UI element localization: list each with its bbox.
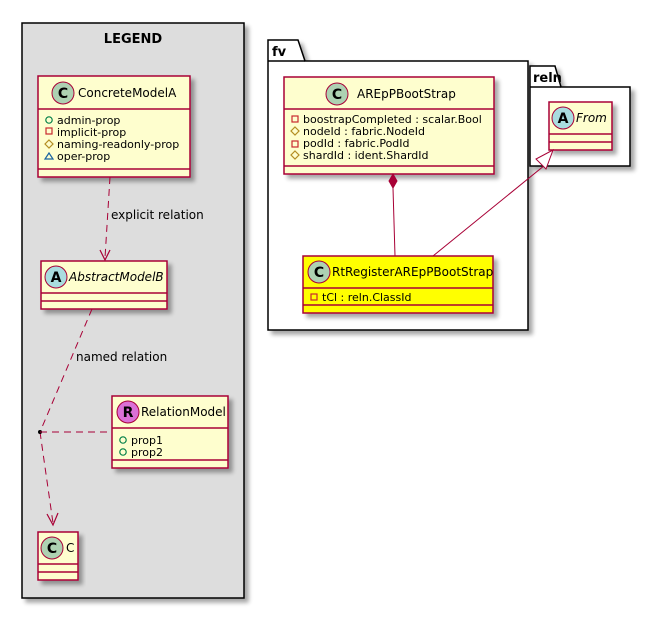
class-stereotype-icon: C [307, 260, 331, 284]
class-name: C [66, 541, 74, 555]
svg-text:C: C [58, 86, 68, 102]
protected-visibility-icon [290, 126, 300, 136]
class-name: From [576, 111, 607, 125]
class-name: RelationModel [141, 405, 226, 419]
edge-explicit-relation: explicit relation [99, 176, 204, 262]
private-visibility-icon [45, 127, 53, 135]
public-visibility-icon [45, 116, 53, 124]
composition-diamond-icon [388, 172, 398, 190]
package-name: reln [533, 71, 562, 86]
edge-label: named relation [76, 350, 167, 364]
relation-stereotype-icon: R [116, 400, 140, 424]
edge-named-relation: named relation [38, 308, 167, 527]
edge-label: explicit relation [111, 208, 204, 222]
class-relation-model[interactable]: R RelationModel prop1 prop2 [111, 395, 229, 469]
package-visibility-icon [43, 151, 55, 160]
attribute: implicit-prop [57, 126, 126, 139]
legend-title: LEGEND [104, 32, 163, 47]
private-visibility-icon [310, 293, 318, 301]
class-name: ConcreteModelA [78, 86, 177, 100]
class-from[interactable]: A From [548, 101, 613, 151]
abstract-stereotype-icon: A [44, 265, 68, 289]
attribute: boostrapCompleted : scalar.Bool [303, 113, 482, 126]
attribute-list: admin-prop implicit-prop naming-readonly… [43, 114, 179, 163]
attribute: podId : fabric.PodId [303, 137, 410, 150]
class-c[interactable]: C C [37, 531, 79, 581]
public-visibility-icon [119, 436, 127, 444]
svg-text:A: A [51, 270, 62, 286]
edge-composition [388, 172, 398, 257]
class-rt-register-arepp-bootstrap[interactable]: C RtRegisterAREpPBootStrap tCl : reln.Cl… [302, 255, 494, 314]
attribute: nodeId : fabric.NodeId [303, 125, 425, 138]
package-name: fv [272, 45, 287, 60]
class-stereotype-icon: C [325, 82, 349, 106]
public-visibility-icon [119, 448, 127, 456]
edge-generalization [432, 148, 554, 257]
attribute: prop1 [131, 434, 163, 447]
attribute: prop2 [131, 446, 163, 459]
class-name: AbstractModelB [68, 270, 164, 284]
class-stereotype-icon: C [51, 81, 75, 105]
private-visibility-icon [291, 140, 299, 148]
protected-visibility-icon [290, 150, 300, 160]
class-abstract-model-b[interactable]: A AbstractModelB [40, 260, 168, 310]
attribute: oper-prop [57, 150, 110, 163]
attribute: admin-prop [57, 114, 120, 127]
class-concrete-model-a[interactable]: C ConcreteModelA admin-prop implicit-pro… [37, 75, 191, 178]
protected-visibility-icon [44, 139, 54, 149]
attribute: naming-readonly-prop [57, 138, 179, 151]
class-name: RtRegisterAREpPBootStrap [332, 265, 493, 279]
class-name: AREpPBootStrap [357, 87, 456, 101]
class-arepp-bootstrap[interactable]: C AREpPBootStrap boostrapCompleted : sca… [283, 76, 495, 175]
svg-text:C: C [47, 541, 57, 557]
svg-text:R: R [123, 405, 134, 421]
abstract-stereotype-icon: A [551, 106, 575, 130]
svg-text:C: C [314, 265, 324, 281]
private-visibility-icon [291, 115, 299, 123]
inheritance-arrow-icon [535, 148, 554, 170]
class-stereotype-icon: C [40, 536, 64, 560]
svg-text:C: C [332, 87, 342, 103]
svg-text:A: A [558, 111, 569, 127]
attribute: shardId : ident.ShardId [303, 149, 429, 162]
attribute: tCl : reln.ClassId [322, 291, 412, 304]
